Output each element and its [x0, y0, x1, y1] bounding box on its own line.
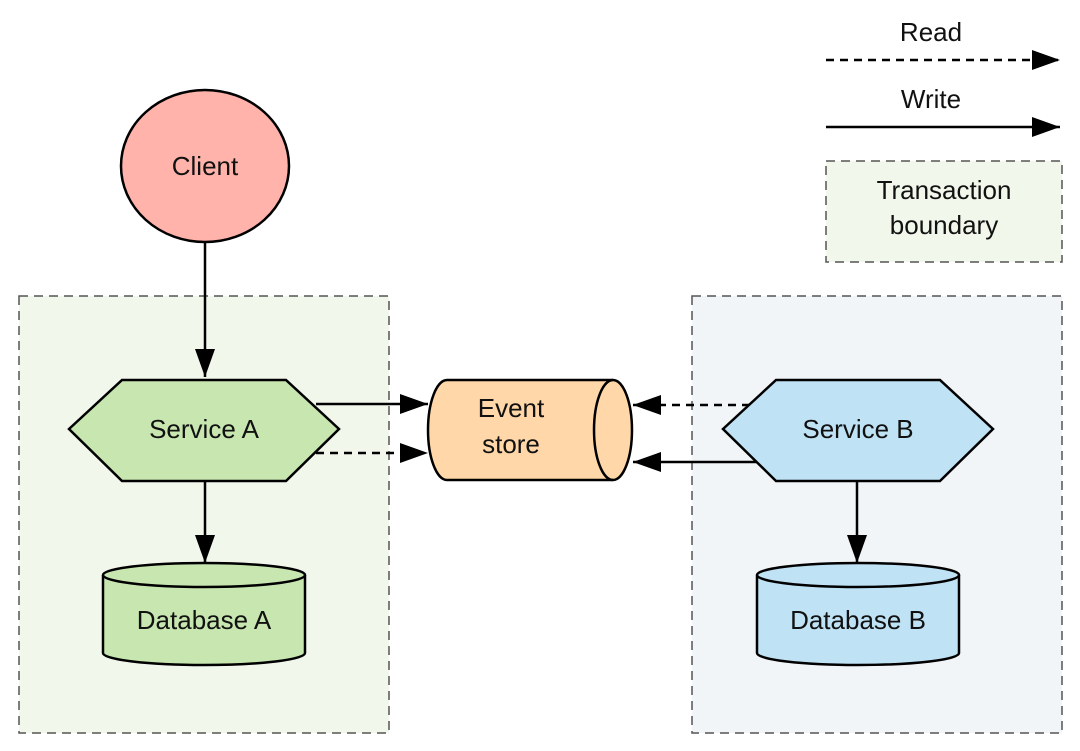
legend-transaction-label-line1: Transaction — [877, 175, 1012, 205]
client-label: Client — [172, 151, 239, 181]
transaction-boundary-right — [691, 295, 1063, 734]
database-a-cylinder — [101, 561, 307, 667]
database-b-cylinder-rim — [755, 574, 961, 589]
database-a-cylinder-rim — [101, 574, 307, 589]
event-store-cylinder-end — [592, 378, 614, 482]
client-circle — [119, 88, 291, 244]
event-store-label-line2: store — [482, 429, 540, 459]
database-b-label: Database B — [790, 605, 926, 635]
database-b-node: Database B — [755, 561, 961, 667]
service-b-node: Service B — [721, 378, 995, 483]
event-store-label-line1: Event — [478, 393, 545, 423]
service-a-hexagon — [67, 378, 341, 483]
legend: Read Write Transaction boundary — [825, 17, 1063, 263]
client-node: Client — [119, 88, 291, 244]
legend-transaction-label-line2: boundary — [890, 210, 998, 240]
database-a-node: Database A — [101, 561, 307, 667]
database-b-cylinder — [755, 561, 961, 667]
service-b-label: Service B — [802, 414, 913, 444]
legend-read-label: Read — [900, 17, 962, 47]
edges — [195, 241, 867, 563]
database-a-label: Database A — [137, 605, 272, 635]
legend-write-label: Write — [901, 84, 961, 114]
service-b-hexagon — [721, 378, 995, 483]
service-a-label: Service A — [149, 414, 259, 444]
legend-transaction-box — [825, 160, 1063, 263]
event-store-node: Event store — [426, 378, 634, 482]
service-a-node: Service A — [67, 378, 341, 483]
